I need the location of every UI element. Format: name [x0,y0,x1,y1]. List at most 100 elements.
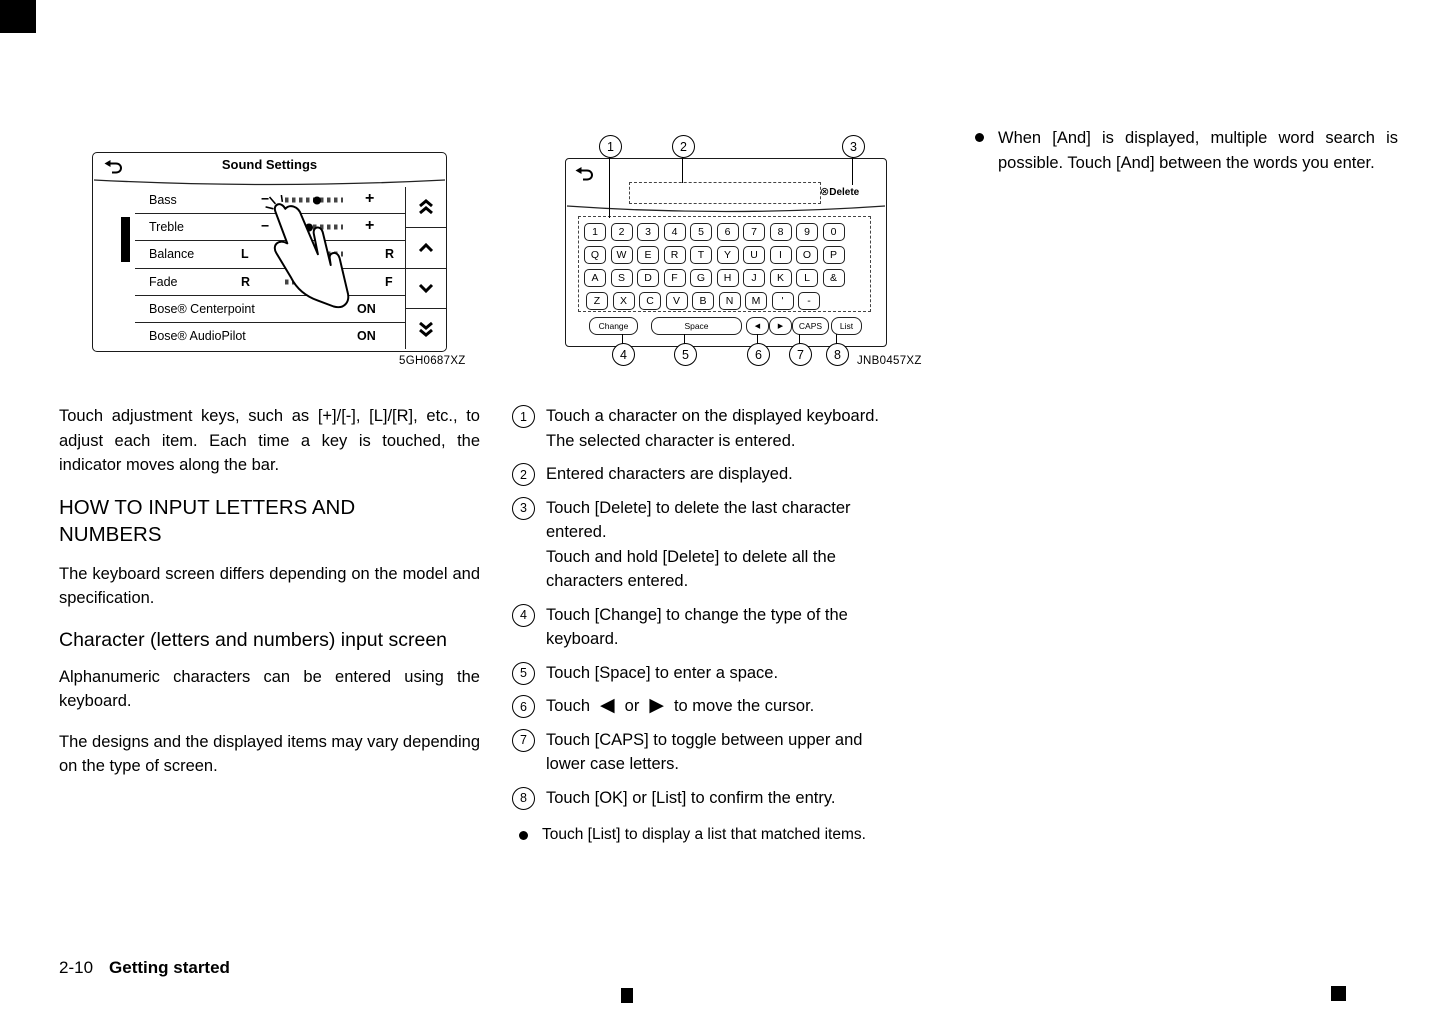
keyboard-key: 8 [769,222,792,241]
level-bar [285,223,343,232]
keyboard-key: H [716,268,739,287]
keyboard-key: T [690,245,712,264]
body-paragraph: Alphanumeric characters can be entered u… [59,667,480,711]
keyboard-key: Q [584,245,606,264]
keyboard-key: D [637,268,659,287]
row-label: Treble [149,220,184,235]
scroll-position-bar [121,217,130,262]
instruction-item: 3 Touch [Delete] to delete the last char… [512,496,924,594]
callout-2: 2 [672,135,695,158]
body-paragraph: Touch adjustment keys, such as [+]/[-], … [59,407,480,474]
change-key: Change [589,317,638,335]
step-text: Entered characters are displayed. [546,465,793,483]
right-triangle-icon: ▶ [649,695,664,716]
list-item: Bose® AudioPilot ON [135,323,406,349]
row-value: ON [357,301,376,316]
callout-1: 1 [599,135,622,158]
keyboard-key: 2 [610,222,633,241]
right-key: R [385,247,395,262]
level-indicator-dot [305,223,314,232]
figure-caption: JNB0457XZ [857,355,922,367]
step-number: 3 [512,496,535,520]
touch-spark-icon [265,195,284,210]
right-text-column: When [And] is displayed, multiple word s… [968,126,1398,175]
body-paragraph: The designs and the displayed items may … [59,732,480,776]
step-text: Touch [Delete] to delete the last charac… [546,498,851,591]
instruction-item: 4 Touch [Change] to change the type of t… [512,603,924,652]
keyboard-key: I [769,245,792,264]
minus-key: − [261,190,270,207]
step-number: 2 [512,463,535,486]
row-value: ON [357,328,376,343]
keyboard-key: Z [586,291,608,310]
list-key: List [831,317,862,335]
keyboard-key: P [822,245,845,264]
keyboard-key: Y [716,245,739,264]
print-corner-mark [0,0,36,33]
hand-pointer-icon [265,195,350,309]
keyboard-key: 0 [822,222,845,241]
minus-key: − [261,217,270,234]
keyboard-key: 5 [690,222,712,241]
left-triangle-icon: ◀ [600,695,615,716]
scroll-down-button [406,269,446,310]
delete-icon: ⊗ [820,186,830,198]
row-label: Bass [149,193,177,208]
callout-line [684,334,686,344]
keyboard-key: U [743,245,765,264]
page-down-button [406,309,446,349]
bullet-icon [519,831,528,840]
keyboard-key: 1 [584,222,606,241]
step-text: Touch [OK] or [List] to confirm the entr… [546,788,836,807]
keyboard-key: W [610,245,633,264]
double-chevron-down-icon [419,321,433,338]
keyboard-key: 7 [743,222,765,241]
keyboard-key: G [690,268,712,287]
text-entry-field [629,182,821,204]
keyboard-key: ' [771,291,794,310]
screen-title: Sound Settings [221,157,318,172]
screen-divider-curve [566,205,886,213]
keyboard-key: & [822,268,845,287]
row-label: Bose® AudioPilot [149,328,246,343]
instruction-item: 6 Touch◀or▶to move the cursor. [512,694,924,719]
page-number: 2-10 [59,958,94,977]
instruction-item: 8 Touch [OK] or [List] to confirm the en… [512,786,924,811]
section-heading: HOW TO INPUT LETTERS AND NUMBERS [59,495,356,546]
figure-caption: 5GH0687XZ [399,355,466,367]
keyboard-key: V [665,291,688,310]
callout-line [852,156,854,185]
list-item: Treble − + [135,214,406,242]
keyboard-key: K [769,268,792,287]
body-paragraph: The keyboard screen differs depending on… [59,564,480,608]
step-text: Touch [Space] to enter a space. [546,663,779,682]
page-footer: 2-10 Getting started [59,958,230,978]
keyboard-key: 9 [796,222,818,241]
figure-sound-settings: Sound Settings Bass − + Treble − + Balan… [92,152,447,352]
bullet-text: Touch [List] to display a list that matc… [542,826,866,843]
keyboard-key: - [798,291,820,310]
instruction-item: 2 Entered characters are displayed. [512,462,924,487]
step-text: Touch◀or▶to move the cursor. [546,695,815,716]
keyboard-key: J [743,268,765,287]
callout-5: 5 [674,343,697,366]
plus-key: + [365,217,375,235]
chevron-up-icon [418,242,434,252]
chapter-title: Getting started [109,958,230,977]
keyboard-key: M [745,291,767,310]
keyboard-key: N [718,291,741,310]
keyboard-key: 3 [637,222,659,241]
bullet-item: Touch [List] to display a list that matc… [512,824,924,846]
keyboard-key: O [796,245,818,264]
keyboard-key: R [663,245,686,264]
step-number: 1 [512,405,535,428]
cursor-right-key: ▶ [769,317,792,335]
keyboard-key: B [692,291,714,310]
keyboard-key: X [612,291,635,310]
callout-line [622,334,624,344]
print-registration-mark [621,988,633,1003]
